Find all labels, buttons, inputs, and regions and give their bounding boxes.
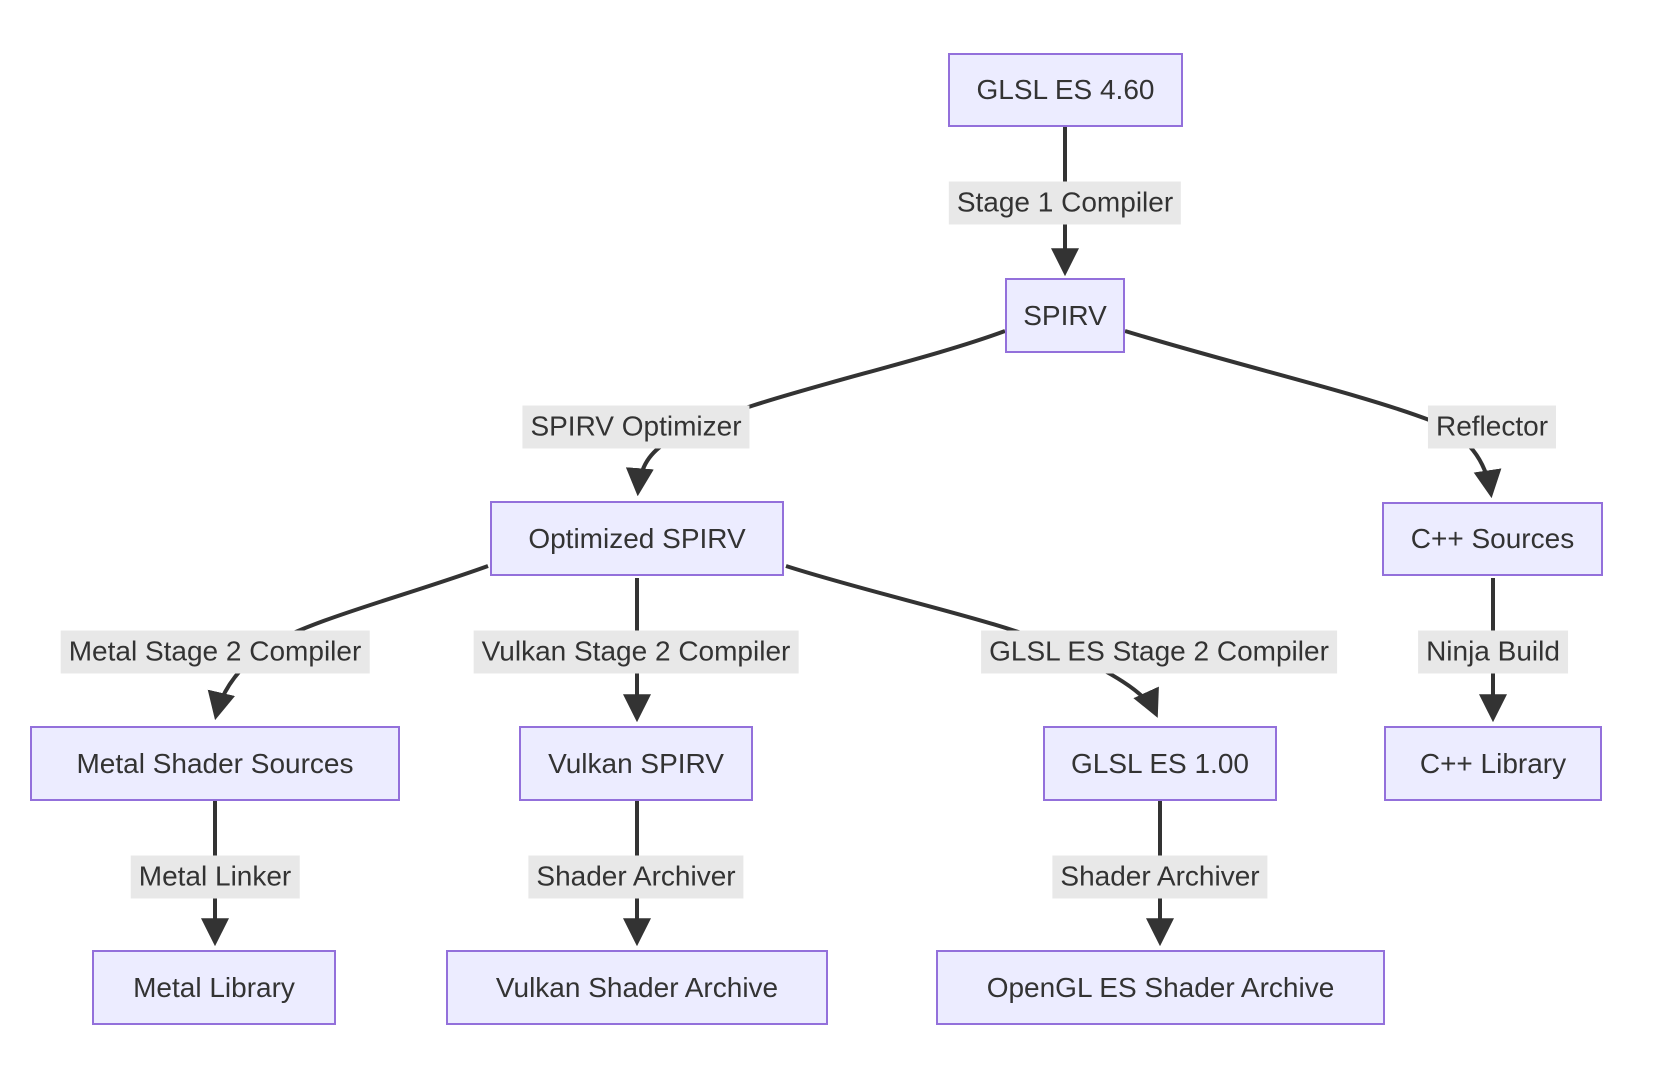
node-opengl-es-shader-archive-label: OpenGL ES Shader Archive	[986, 971, 1335, 1003]
node-optimized-spirv-label: Optimized SPIRV	[528, 522, 746, 554]
node-glsl-es-460-label: GLSL ES 4.60	[976, 74, 1155, 105]
node-metal-library: Metal Library	[92, 950, 336, 1025]
edge-label-vulkan-stage2-compiler: Vulkan Stage 2 Compiler	[473, 630, 799, 674]
node-optimized-spirv: Optimized SPIRV	[490, 501, 784, 576]
node-cpp-sources-label: C++ Sources	[1410, 523, 1575, 554]
node-metal-library-label: Metal Library	[133, 971, 295, 1003]
edge-label-spirv-optimizer: SPIRV Optimizer	[522, 405, 750, 449]
edge-label-glsl-es-stage2-compiler: GLSL ES Stage 2 Compiler	[981, 630, 1337, 674]
edge-label-reflector: Reflector	[1427, 405, 1557, 449]
edge-label-shader-archiver-vulkan: Shader Archiver	[528, 855, 744, 899]
node-vulkan-spirv-label: Vulkan SPIRV	[548, 747, 724, 779]
node-cpp-library-label: C++ Library	[1419, 747, 1567, 779]
node-glsl-es-460: GLSL ES 4.60	[948, 53, 1183, 127]
edge-label-shader-archiver-gles: Shader Archiver	[1052, 855, 1268, 899]
edge-spirv-to-cpp-sources	[1124, 329, 1502, 499]
node-vulkan-shader-archive-label: Vulkan Shader Archive	[495, 971, 779, 1003]
node-cpp-sources: C++ Sources	[1382, 502, 1603, 576]
edge-label-metal-linker: Metal Linker	[130, 855, 300, 899]
node-glsl-es-100-label: GLSL ES 1.00	[1071, 747, 1249, 779]
node-metal-shader-sources-label: Metal Shader Sources	[76, 747, 354, 779]
node-vulkan-spirv: Vulkan SPIRV	[519, 726, 753, 801]
node-spirv-label: SPIRV	[1023, 299, 1107, 331]
edge-label-metal-stage2-compiler: Metal Stage 2 Compiler	[60, 630, 370, 674]
node-vulkan-shader-archive: Vulkan Shader Archive	[446, 950, 828, 1025]
edge-label-stage1-compiler: Stage 1 Compiler	[948, 181, 1182, 225]
node-glsl-es-100: GLSL ES 1.00	[1043, 726, 1277, 801]
node-metal-shader-sources: Metal Shader Sources	[30, 726, 400, 801]
node-opengl-es-shader-archive: OpenGL ES Shader Archive	[936, 950, 1385, 1025]
edge-label-ninja-build: Ninja Build	[1418, 630, 1568, 674]
node-spirv: SPIRV	[1005, 278, 1125, 353]
node-cpp-library: C++ Library	[1384, 726, 1602, 801]
